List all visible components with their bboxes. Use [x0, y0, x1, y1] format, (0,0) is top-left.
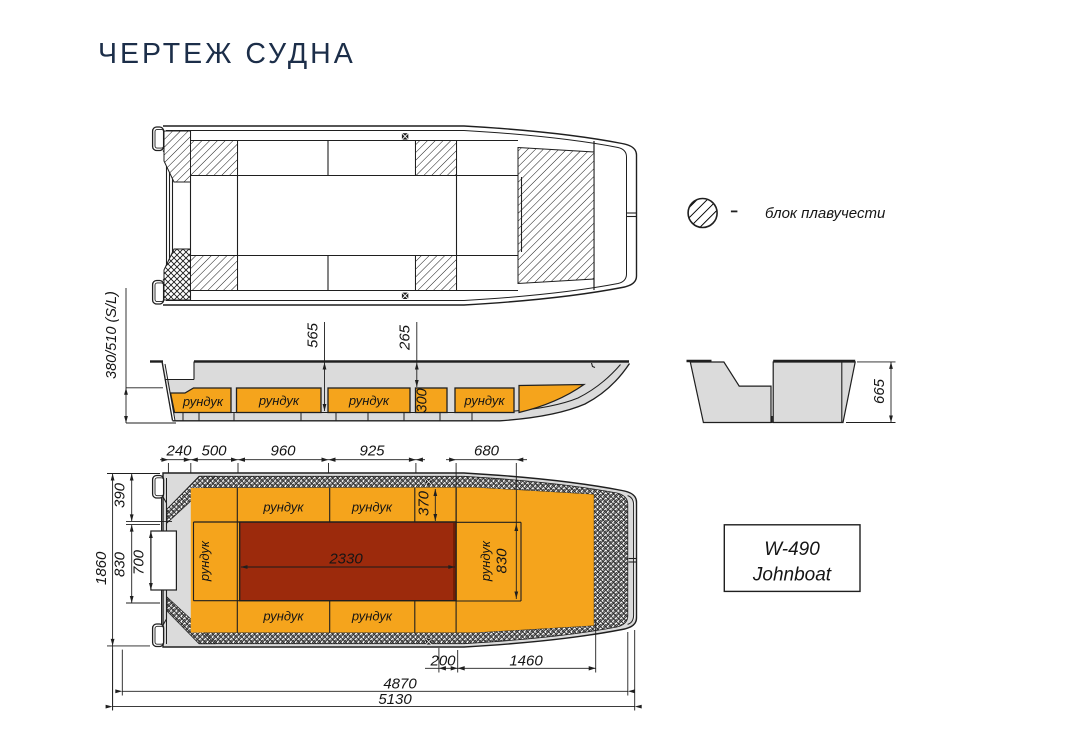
svg-text:925: 925: [359, 443, 385, 460]
svg-text:рундук: рундук: [351, 500, 393, 515]
svg-text:500: 500: [201, 443, 227, 460]
svg-text:рундук: рундук: [348, 393, 390, 408]
svg-text:рундук: рундук: [258, 393, 300, 408]
svg-text:2330: 2330: [328, 551, 363, 568]
svg-text:370: 370: [416, 490, 433, 516]
svg-text:рундук: рундук: [351, 609, 393, 624]
svg-text:блок плавучести: блок плавучести: [765, 205, 886, 222]
svg-text:рундук: рундук: [262, 609, 304, 624]
svg-text:4870: 4870: [383, 676, 417, 693]
svg-text:830: 830: [494, 548, 511, 574]
svg-text:рундук: рундук: [182, 394, 224, 409]
svg-text:300: 300: [415, 388, 431, 412]
svg-text:1460: 1460: [509, 653, 543, 670]
svg-text:200: 200: [429, 653, 456, 670]
svg-text:W-490: W-490: [764, 539, 820, 560]
svg-text:565: 565: [305, 322, 322, 348]
svg-text:рундук: рундук: [262, 500, 304, 515]
svg-text:рундук: рундук: [478, 540, 493, 582]
svg-text:390: 390: [112, 482, 129, 508]
svg-text:рундук: рундук: [197, 540, 212, 582]
svg-text:380/510 (S/L): 380/510 (S/L): [104, 291, 120, 379]
svg-text:960: 960: [270, 443, 296, 460]
svg-text:Johnboat: Johnboat: [752, 565, 832, 586]
svg-text:830: 830: [112, 551, 129, 577]
svg-text:665: 665: [871, 378, 888, 404]
svg-text:240: 240: [165, 443, 192, 460]
svg-text:1860: 1860: [93, 551, 110, 585]
svg-text:ЧЕРТЕЖ СУДНА: ЧЕРТЕЖ СУДНА: [98, 38, 356, 70]
svg-text:700: 700: [131, 549, 148, 575]
svg-text:265: 265: [397, 324, 414, 351]
svg-text:рундук: рундук: [463, 393, 505, 408]
svg-text:5130: 5130: [378, 691, 412, 708]
svg-text:680: 680: [474, 443, 500, 460]
